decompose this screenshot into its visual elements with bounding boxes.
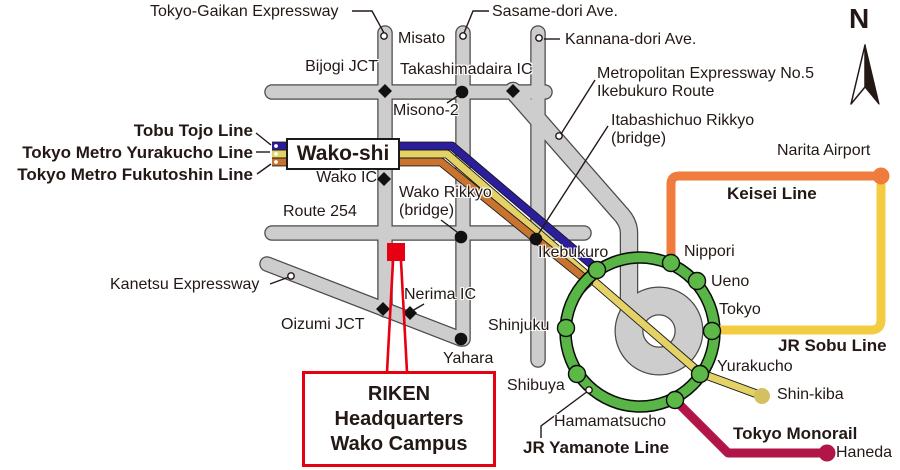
label-itabashichuo-line2: (bridge)	[611, 130, 667, 147]
narita-airport-dot	[872, 167, 890, 185]
label-wako-rikkyo: Wako Rikkyo (bridge)	[399, 184, 492, 220]
line-jr-sobu	[716, 184, 886, 335]
label-misono-2: Misono-2	[393, 102, 459, 119]
label-itabashichuo-line1: Itabashichuo Rikkyo	[611, 112, 755, 129]
label-wako-rikkyo-line1: Wako Rikkyo	[399, 184, 492, 201]
label-ueno: Ueno	[711, 273, 750, 290]
road-point-itabashichuo	[529, 232, 543, 246]
label-hamamatsucho: Hamamatsucho	[554, 413, 667, 430]
line-tokyo-monorail	[672, 397, 821, 458]
road-metropolitan-expressway	[505, 83, 637, 331]
label-north: N	[849, 3, 870, 34]
station-dot-yurakucho	[690, 364, 710, 384]
label-wako-shi: Wako-shi	[296, 142, 390, 165]
interchange-diamonds	[376, 84, 520, 320]
label-narita-airport: Narita Airport	[777, 142, 871, 159]
riken-destination-box: RIKEN Headquarters Wako Campus	[302, 371, 496, 467]
road-point-yahara	[454, 332, 468, 346]
road-point-markers	[454, 85, 543, 346]
station-dot-ikebukuro	[587, 260, 607, 280]
diamond-oizumi-jct-icon	[376, 302, 390, 316]
label-tokyo-monorail: Tokyo Monorail	[733, 424, 858, 443]
label-wako-rikkyo-line2: (bridge)	[399, 202, 455, 219]
label-misato: Misato	[398, 30, 446, 47]
road-kanetsu-expressway	[260, 257, 468, 346]
label-shibuya: Shibuya	[507, 377, 565, 394]
station-dot-tokyo	[702, 321, 722, 341]
label-riken-wako-campus: Wako Campus	[330, 432, 468, 455]
label-metropolitan-expressway-line2: Ikebukuro Route	[597, 83, 715, 100]
label-kanetsu-expressway: Kanetsu Expressway	[110, 276, 260, 293]
label-riken: RIKEN	[367, 382, 431, 405]
regional-lines-layer	[666, 171, 886, 458]
station-dot-shinjuku	[556, 318, 576, 338]
label-tokyo-metro-yurakucho-line: Tokyo Metro Yurakucho Line	[22, 143, 253, 162]
haneda-dot	[818, 444, 836, 462]
label-keisei-line: Keisei Line	[727, 184, 817, 203]
label-tokyo-gaikan-expressway: Tokyo-Gaikan Expressway	[150, 3, 339, 20]
label-jr-yamanote-line: JR Yamanote Line	[523, 438, 670, 457]
label-yahara: Yahara	[443, 350, 494, 367]
label-haneda: Haneda	[836, 444, 893, 461]
label-yurakucho: Yurakucho	[717, 358, 793, 375]
label-route-254: Route 254	[283, 203, 357, 220]
riken-location-marker	[385, 243, 409, 373]
label-wako-ic: Wako IC	[316, 169, 377, 186]
road-point-wako-rikkyo	[454, 230, 468, 244]
leader-lines	[255, 10, 609, 438]
label-tokyo-metro-fukutoshin-line: Tokyo Metro Fukutoshin Line	[17, 165, 253, 184]
diamond-wako-ic-icon	[377, 172, 391, 186]
label-shin-kiba: Shin-kiba	[777, 386, 844, 403]
terminal-dots	[754, 167, 890, 462]
line-keisei	[666, 171, 876, 263]
label-tokyo: Tokyo	[719, 301, 761, 318]
label-jr-sobu-line: JR Sobu Line	[778, 336, 887, 355]
label-takashimadaira-ic: Takashimadaira IC	[400, 61, 533, 78]
label-ikebukuro: Ikebukuro	[538, 244, 609, 261]
label-nippori: Nippori	[684, 243, 735, 260]
diamond-takashimadaira-ic-icon	[506, 84, 520, 98]
label-riken-headquarters: Headquarters	[334, 407, 464, 430]
station-dot-ueno	[687, 271, 707, 291]
shin-kiba-dot	[754, 388, 770, 404]
diamond-bijogi-jct-icon	[378, 84, 392, 98]
label-oizumi-jct: Oizumi JCT	[281, 316, 365, 333]
wako-shi-station-box: Wako-shi	[286, 138, 400, 170]
station-dot-hamamatsucho	[665, 390, 685, 410]
label-shinjuku: Shinjuku	[488, 317, 550, 334]
station-dot-shibuya	[567, 364, 587, 384]
label-nerima-ic: Nerima IC	[404, 286, 477, 303]
roads-fill-layer	[260, 26, 703, 375]
leader-circle-markers	[287, 32, 593, 394]
label-tobu-tojo-line: Tobu Tojo Line	[133, 121, 253, 140]
road-inner-circular-loop	[615, 287, 703, 375]
station-dot-nippori	[661, 253, 681, 273]
label-metropolitan-expressway-line1: Metropolitan Expressway No.5	[597, 65, 814, 82]
north-arrow-icon	[850, 44, 880, 105]
label-kannana-dori-ave: Kannana-dori Ave.	[565, 31, 697, 48]
label-sasame-dori-ave: Sasame-dori Ave.	[492, 3, 618, 20]
label-bijogi-jct: Bijogi JCT	[305, 58, 378, 75]
label-itabashichuo-rikkyo: Itabashichuo Rikkyo (bridge)	[611, 112, 754, 148]
label-metropolitan-expressway: Metropolitan Expressway No.5 Ikebukuro R…	[597, 65, 814, 101]
yamanote-station-dots	[556, 253, 722, 410]
